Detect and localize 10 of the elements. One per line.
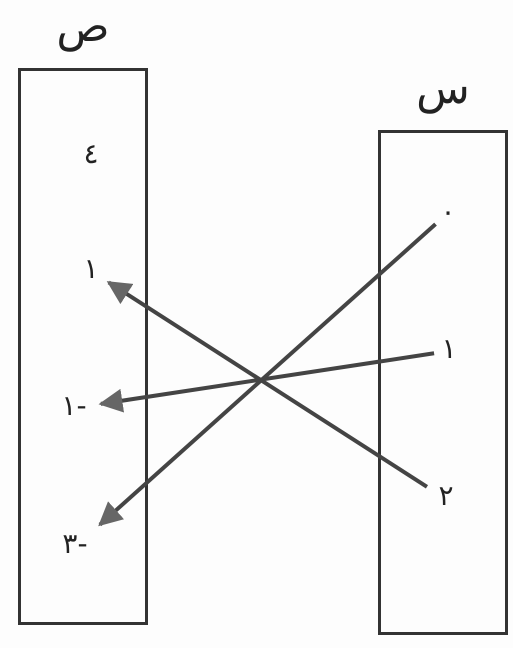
set-element: -٣ — [55, 530, 95, 564]
set-element: -١ — [55, 392, 93, 424]
set-element: ٤ — [80, 140, 102, 170]
set-element: ٠ — [440, 198, 456, 228]
set-element: ١ — [80, 255, 102, 287]
arrow — [98, 351, 434, 413]
arrow — [106, 280, 428, 488]
set-element: ٢ — [432, 482, 460, 516]
set-element: ١ — [440, 335, 458, 367]
arrow — [98, 222, 437, 526]
